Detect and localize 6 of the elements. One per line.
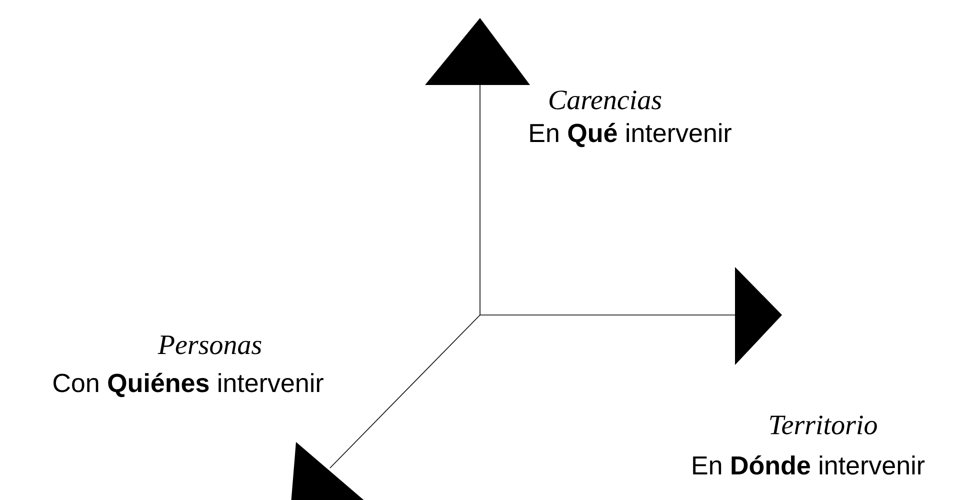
axis-title: Personas [158,336,262,354]
axis-title: Carencias [550,90,662,110]
axis-description: En Dónde intervenir [693,455,925,475]
axis-description: En Qué intervenir [530,122,732,148]
axis-description: Con Quiénes intervenir [54,372,324,398]
axis-title: Territorio [770,416,877,434]
